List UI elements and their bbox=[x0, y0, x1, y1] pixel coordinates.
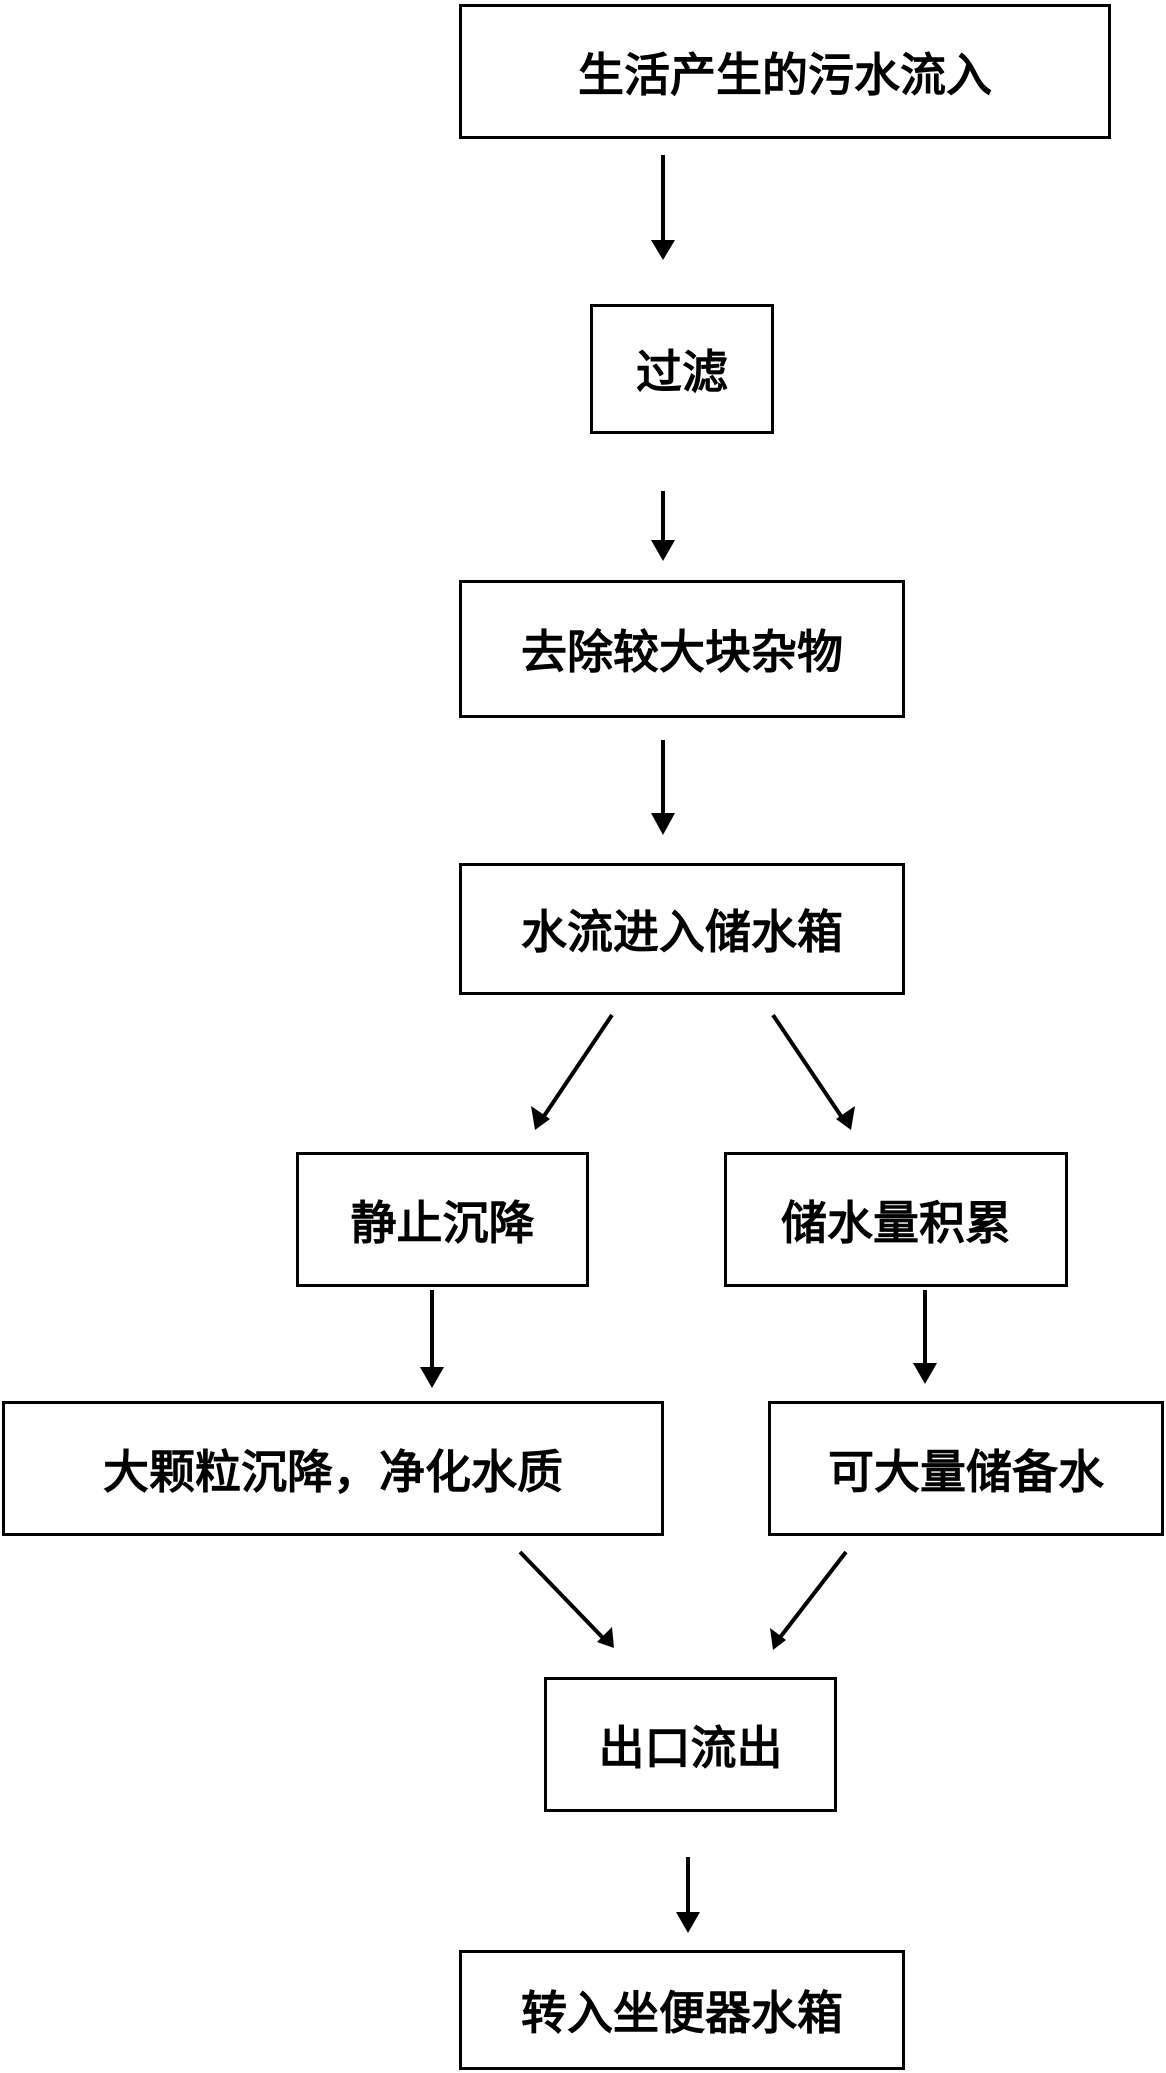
node-remove-label: 去除较大块杂物 bbox=[521, 625, 843, 679]
arrow-tank-to-settle bbox=[538, 1013, 614, 1124]
node-accumulate: 储水量积累 bbox=[724, 1152, 1068, 1287]
node-settle-label: 静止沉降 bbox=[350, 1195, 535, 1250]
arrowhead-inflow-to-filter bbox=[651, 240, 675, 260]
node-inflow: 生活产生的污水流入 bbox=[459, 4, 1111, 139]
node-accumulate-label: 储水量积累 bbox=[781, 1195, 1011, 1250]
node-outlet-label: 出口流出 bbox=[598, 1720, 783, 1775]
node-filter: 过滤 bbox=[590, 304, 774, 434]
arrowhead-outlet-to-toilet bbox=[676, 1912, 700, 1933]
node-purify-label: 大颗粒沉降，净化水质 bbox=[103, 1444, 563, 1499]
arrowhead-tank-to-accumulate bbox=[836, 1106, 855, 1130]
node-filter-label: 过滤 bbox=[636, 345, 728, 399]
node-remove: 去除较大块杂物 bbox=[459, 580, 905, 718]
node-toilet-label: 转入坐便器水箱 bbox=[521, 1986, 843, 2040]
arrow-tank-to-accumulate bbox=[771, 1013, 847, 1124]
node-tank: 水流进入储水箱 bbox=[459, 863, 905, 995]
arrowhead-filter-to-remove bbox=[651, 540, 675, 561]
node-outlet: 出口流出 bbox=[544, 1677, 837, 1812]
node-inflow-label: 生活产生的污水流入 bbox=[578, 47, 992, 102]
arrowhead-store-to-outlet bbox=[770, 1628, 786, 1650]
arrowhead-settle-to-purify bbox=[420, 1367, 444, 1388]
node-store: 可大量储备水 bbox=[768, 1401, 1164, 1536]
arrowhead-tank-to-settle bbox=[531, 1106, 550, 1130]
node-store-label: 可大量储备水 bbox=[828, 1444, 1104, 1499]
arrow-store-to-outlet bbox=[776, 1550, 848, 1642]
arrowhead-purify-to-outlet bbox=[597, 1627, 614, 1648]
node-tank-label: 水流进入储水箱 bbox=[521, 905, 843, 959]
node-toilet: 转入坐便器水箱 bbox=[459, 1950, 905, 2070]
arrow-purify-to-outlet bbox=[518, 1550, 607, 1642]
arrowhead-remove-to-tank bbox=[651, 813, 675, 835]
node-purify: 大颗粒沉降，净化水质 bbox=[2, 1401, 664, 1536]
node-settle: 静止沉降 bbox=[296, 1152, 589, 1287]
arrowhead-accumulate-to-store bbox=[913, 1363, 937, 1384]
